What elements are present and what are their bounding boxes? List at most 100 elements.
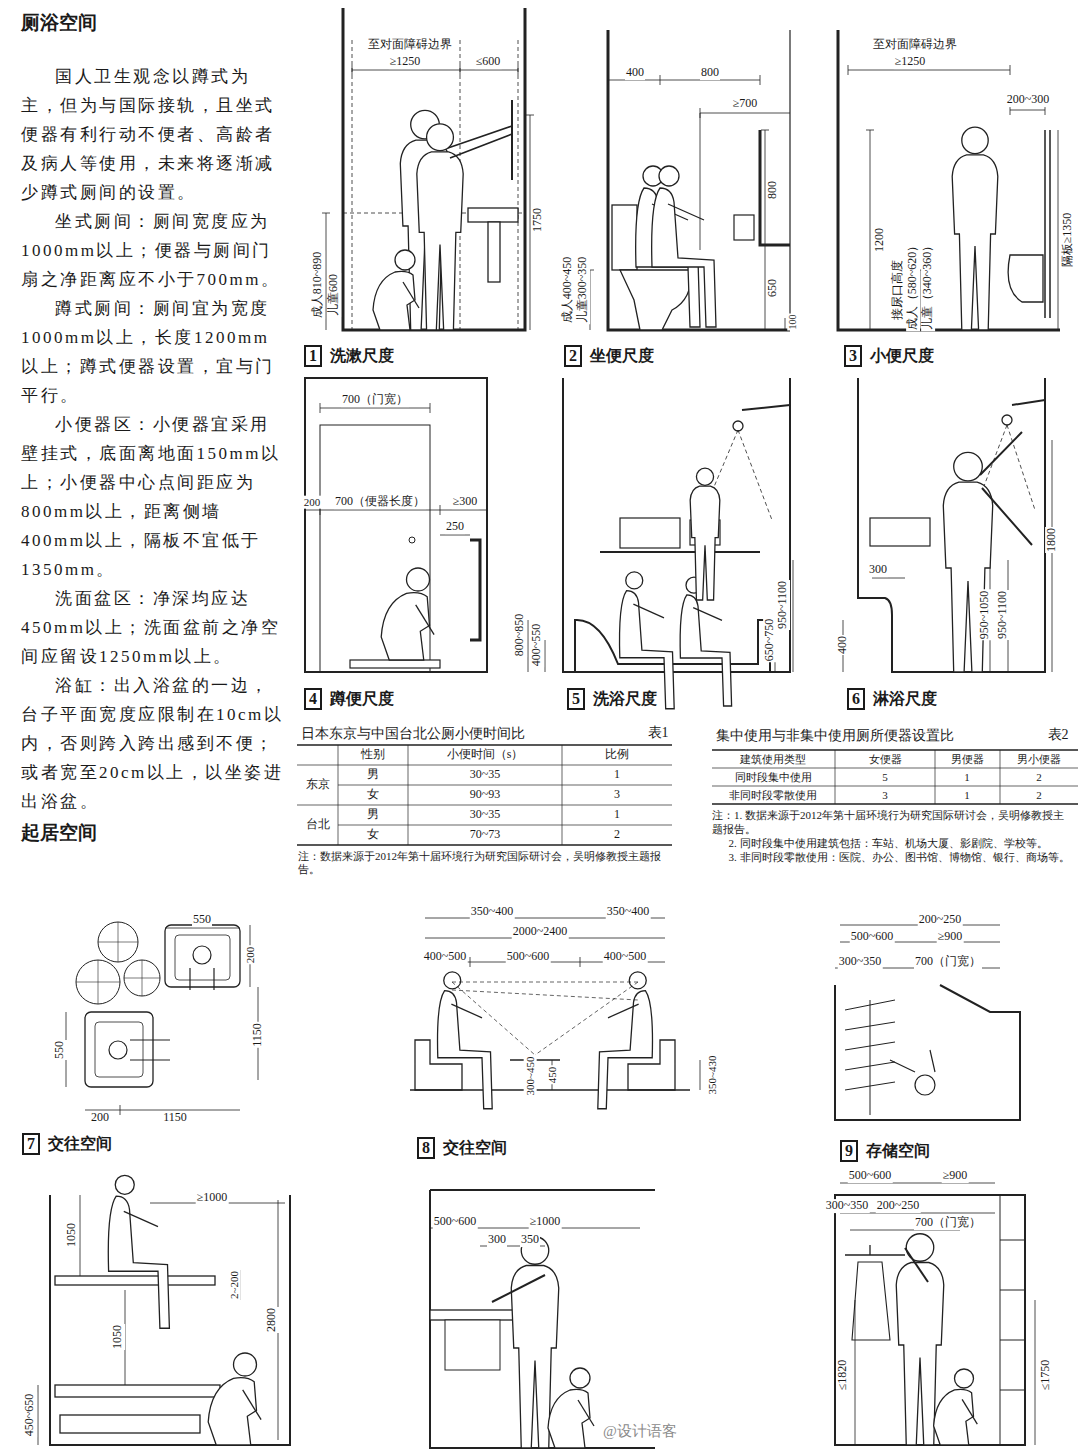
dimension-label: 800~850 bbox=[513, 613, 527, 658]
dimension-label: 同时段集中使用 bbox=[734, 771, 813, 784]
dimension-label: 700（便器长度） bbox=[334, 495, 426, 509]
dimension-label: ≥1250 bbox=[894, 55, 927, 69]
dimension-label: 儿童600 bbox=[327, 273, 341, 317]
figure-number: 7 bbox=[22, 1133, 40, 1155]
body-paragraph: 浴缸：出入浴盆的一边，台子平面宽度应限制在10cm以内，否则跨入跨出感到不便；或… bbox=[20, 671, 285, 816]
dimension-label: 200~250 bbox=[876, 1199, 921, 1213]
dimension-label: 成人（580~620） bbox=[906, 239, 920, 332]
figure-number: 5 bbox=[567, 688, 585, 710]
dimension-label: 200 bbox=[244, 946, 257, 965]
dimension-label: 800 bbox=[700, 66, 720, 80]
dimension-label: 1800 bbox=[1045, 527, 1059, 553]
dimension-label: 1 bbox=[963, 771, 971, 784]
dimension-label: 300~450 bbox=[524, 1056, 537, 1097]
dimension-label: 建筑使用类型 bbox=[739, 753, 807, 766]
figure-caption: 1洗漱尺度 bbox=[302, 345, 396, 367]
dimension-label: 450 bbox=[546, 1066, 559, 1085]
dimension-label: 男 bbox=[366, 768, 380, 782]
dimension-label: 400~550 bbox=[530, 623, 544, 668]
dimension-label: 1150 bbox=[162, 1111, 188, 1125]
dimension-label: 2 bbox=[613, 828, 621, 842]
dimension-label: 女 bbox=[366, 788, 380, 802]
dimension-label: 2800 bbox=[265, 1307, 279, 1333]
dimension-label: 700（门宽） bbox=[914, 955, 982, 969]
dimension-label: 90~93 bbox=[469, 788, 502, 802]
dimension-label: 2000~2400 bbox=[512, 925, 569, 939]
dimension-label: 500~600 bbox=[506, 950, 551, 964]
figure-number: 2 bbox=[564, 345, 582, 367]
dimension-label: 注：数据来源于2012年第十届环境行为研究国际研讨会，吴明修教授主题报告。 bbox=[297, 850, 677, 875]
dimension-label: 700（门宽） bbox=[914, 1216, 982, 1230]
figure-title: 小便尺度 bbox=[870, 346, 934, 367]
figure-number: 6 bbox=[847, 688, 865, 710]
watermark: @设计语客 bbox=[602, 1423, 678, 1440]
dimension-label: 2 bbox=[1035, 789, 1043, 802]
figure-title: 交往空间 bbox=[443, 1138, 507, 1159]
figure-number: 8 bbox=[417, 1137, 435, 1159]
dimension-label: 非同时段零散使用 bbox=[728, 789, 818, 802]
dimension-label: 550 bbox=[192, 913, 212, 927]
dimension-label: 至对面障碍边界 bbox=[367, 38, 453, 52]
figure-title: 存储空间 bbox=[866, 1141, 930, 1162]
dimension-label: 3 bbox=[881, 789, 889, 802]
section-heading: 厕浴空间 bbox=[20, 12, 98, 34]
dimension-label: 女 bbox=[366, 828, 380, 842]
dimension-label: 1150 bbox=[251, 1022, 265, 1048]
dimension-label: 表2 bbox=[1047, 727, 1070, 743]
figure-title: 坐便尺度 bbox=[590, 346, 654, 367]
dimension-label: 200 bbox=[303, 496, 322, 509]
dimension-label: 男 bbox=[366, 808, 380, 822]
text-column: 国人卫生观念以蹲式为主，但为与国际接轨，且坐式便器有利行动不便者、高龄者及病人等… bbox=[20, 62, 285, 846]
dimension-label: 表1 bbox=[647, 725, 670, 741]
dimension-label: 200~300 bbox=[1006, 93, 1051, 107]
dimension-label: 男便器 bbox=[950, 753, 985, 766]
figure-caption: 3 小便尺度 bbox=[842, 345, 936, 367]
body-paragraph: 洗面盆区：净深均应达450mm以上；洗面盆前之净空间应留设1250mm以上。 bbox=[20, 584, 285, 671]
dimension-label: 小便时间（s） bbox=[446, 748, 525, 762]
dimension-label: 1050 bbox=[65, 1222, 79, 1248]
figure-caption: 6 淋浴尺度 bbox=[845, 688, 939, 710]
dimension-label: ≤1820 bbox=[836, 1359, 850, 1392]
dimension-label: ≥700 bbox=[732, 97, 759, 111]
table-note: 2. 同时段集中使用建筑包括：车站、机场大厦、影剧院、学校等。 bbox=[712, 836, 1074, 850]
dimension-label: 台北 bbox=[305, 818, 331, 832]
dimension-label: 350 bbox=[520, 1233, 540, 1247]
dimension-label: 800 bbox=[766, 180, 780, 200]
dimension-label: 350~430 bbox=[706, 1055, 719, 1096]
body-paragraph: 国人卫生观念以蹲式为主，但为与国际接轨，且坐式便器有利行动不便者、高龄者及病人等… bbox=[20, 62, 285, 207]
body-paragraph: 坐式厕间：厕间宽度应为1000mm以上；便器与厕间门扇之净距离应不小于700mm… bbox=[20, 207, 285, 294]
dimension-label: 400~500 bbox=[603, 950, 648, 964]
figure-title: 洗漱尺度 bbox=[330, 346, 394, 367]
figure-number: 3 bbox=[844, 345, 862, 367]
table-notes: 注：1. 数据来源于2012年第十届环境行为研究国际研讨会，吴明修教授主题报告。… bbox=[712, 808, 1074, 864]
figure-title: 蹲便尺度 bbox=[330, 689, 394, 710]
dimension-label: 500~600 bbox=[850, 930, 895, 944]
dimension-label: 70~73 bbox=[469, 828, 502, 842]
dimension-label: 300~350 bbox=[838, 955, 883, 969]
dimension-label: 550 bbox=[53, 1040, 67, 1060]
dimension-label: 接尿口高度 bbox=[891, 259, 905, 321]
figure-title: 洗浴尺度 bbox=[593, 689, 657, 710]
dimension-label: 650 bbox=[766, 278, 780, 298]
dimension-label: 集中使用与非集中使用厕所便器设置比 bbox=[715, 728, 955, 744]
body-paragraph: 蹲式厕间：厕间宜为宽度1000mm以上，长度1200mm以上；蹲式便器设置，宜与… bbox=[20, 294, 285, 410]
figure-caption: 2 坐便尺度 bbox=[562, 345, 656, 367]
dimension-label: 350~400 bbox=[470, 905, 515, 919]
dimension-label: ≤1750 bbox=[1039, 1359, 1053, 1392]
dimension-label: 男小便器 bbox=[1016, 753, 1062, 766]
dimension-label: 400~500 bbox=[423, 950, 468, 964]
dimension-label: 500~600 bbox=[848, 1169, 893, 1183]
figure-title: 淋浴尺度 bbox=[873, 689, 937, 710]
dimension-label: 东京 bbox=[305, 778, 331, 792]
dimension-label: 3 bbox=[613, 788, 621, 802]
dimension-label: 2~200 bbox=[228, 1270, 241, 1300]
dimension-label: 400 bbox=[836, 635, 850, 655]
dimension-label: 1 bbox=[963, 789, 971, 802]
figure-caption: 4蹲便尺度 bbox=[302, 688, 396, 710]
dimension-label: 1050 bbox=[111, 1324, 125, 1350]
dimension-label: 200 bbox=[90, 1111, 110, 1125]
dimension-label: 女便器 bbox=[868, 753, 903, 766]
dimension-label: 成人400~450 bbox=[561, 256, 575, 325]
dimension-label: 至对面障碍边界 bbox=[872, 38, 958, 52]
dimension-label: 30~35 bbox=[469, 808, 502, 822]
